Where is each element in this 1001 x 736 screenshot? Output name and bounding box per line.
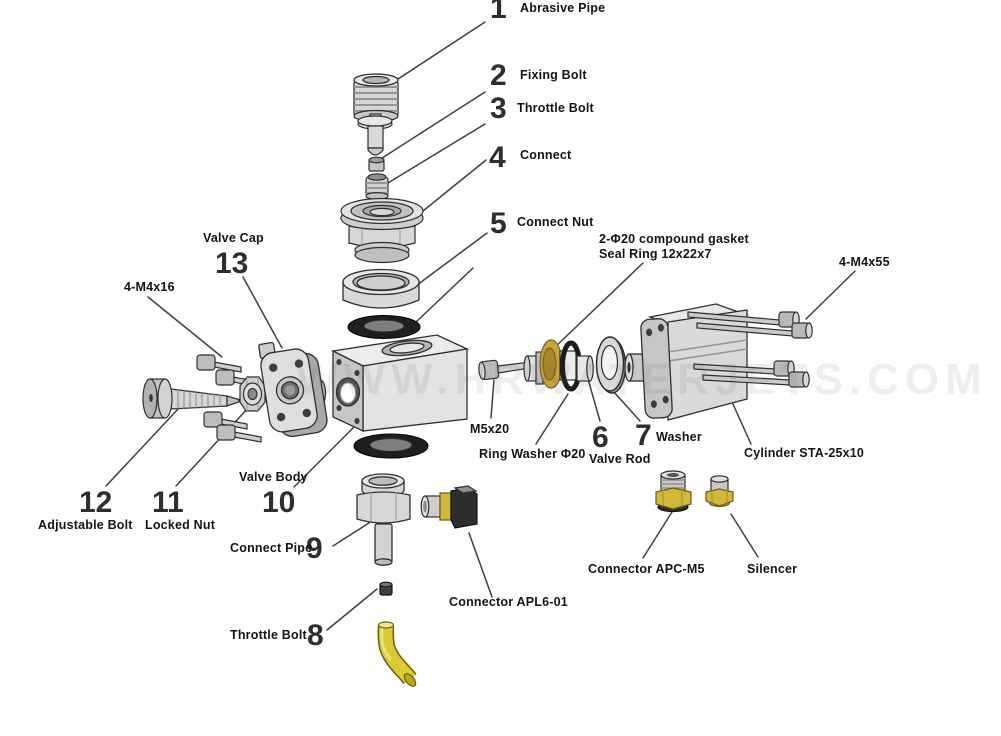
label-connect: Connect [520, 148, 572, 162]
callout-num-locked-nut: 11 [152, 486, 184, 519]
annotation-cylinder: Cylinder STA-25x10 [744, 446, 865, 460]
washer-part [595, 336, 627, 394]
label-locked-nut: Locked Nut [145, 518, 216, 532]
label-adjustable-bolt: Adjustable Bolt [38, 518, 133, 532]
m4x55-bolts-part [687, 311, 813, 388]
callout-num-throttle-bolt-lower: 8 [307, 619, 324, 652]
label-valve-cap: Valve Cap [203, 231, 264, 245]
apc-m5-connector-part [655, 470, 692, 513]
callout-num-valve-rod: 6 [592, 421, 609, 454]
locked-nut-part [239, 376, 266, 412]
callout-num-valve-cap: 13 [215, 247, 249, 280]
callout-num-fixing-bolt: 2 [490, 59, 507, 92]
m5x20-bolt-part [478, 359, 531, 381]
elbow-connector-part [420, 485, 478, 529]
callout-num-connect-nut: 5 [490, 207, 507, 240]
annotation-gasket-line1: 2-Φ20 compound gasket [599, 232, 749, 246]
annotation-ring-washer: Ring Washer Φ20 [479, 447, 586, 461]
connect-nut-part [342, 268, 420, 309]
seal-ring-lower-part [353, 433, 429, 459]
label-abrasive-pipe: Abrasive Pipe [520, 1, 606, 15]
valve-rod-part [523, 339, 594, 392]
callout-num-abrasive-pipe: 1 [490, 0, 507, 25]
label-valve-rod: Valve Rod [589, 452, 651, 466]
label-fixing-bolt: Fixing Bolt [520, 68, 587, 82]
annotation-connector-apl: Connector APL6-01 [449, 595, 568, 609]
annotation-gasket: 2-Φ20 compound gasket Seal Ring 12x22x7 [599, 232, 749, 262]
callout-num-washer: 7 [635, 419, 652, 452]
annotation-silencer: Silencer [747, 562, 798, 576]
label-connect-pipe: Connect Pipe [230, 541, 313, 555]
annotation-bolts-m4x55: 4-M4x55 [839, 255, 890, 269]
throttle-bolt-upper-part [368, 156, 385, 172]
label-connect-nut: Connect Nut [517, 215, 594, 229]
callout-num-valve-body: 10 [262, 486, 296, 519]
connect-pipe-part [356, 473, 411, 566]
annotation-bolts-m4x16: 4-M4x16 [124, 280, 175, 294]
cylinder-part [624, 303, 750, 421]
label-throttle-bolt-upper: Throttle Bolt [517, 101, 594, 115]
rubber-tube-part [377, 621, 417, 687]
callout-num-adjustable-bolt: 12 [79, 486, 113, 519]
callout-num-throttle-bolt-upper: 3 [490, 92, 507, 125]
connect-part [365, 173, 389, 201]
connect-fitting-part [340, 197, 424, 264]
adjustable-bolt-part [142, 378, 246, 419]
annotation-gasket-line2: Seal Ring 12x22x7 [599, 247, 712, 261]
label-valve-body: Valve Body [239, 470, 308, 484]
valve-cap-part [258, 341, 328, 438]
annotation-connector-apc: Connector APC-M5 [588, 562, 705, 576]
valve-body-part [330, 334, 470, 433]
label-washer: Washer [656, 430, 702, 444]
annotation-m5x20: M5x20 [470, 422, 510, 436]
label-throttle-bolt-lower: Throttle Bolt [230, 628, 307, 642]
seal-ring-upper-part [347, 315, 421, 339]
callout-num-connect-pipe: 9 [306, 532, 323, 565]
silencer-part [705, 475, 734, 508]
callout-num-connect: 4 [489, 141, 506, 174]
throttle-bolt-lower-part [379, 581, 393, 596]
fixing-bolt-part [357, 113, 393, 156]
